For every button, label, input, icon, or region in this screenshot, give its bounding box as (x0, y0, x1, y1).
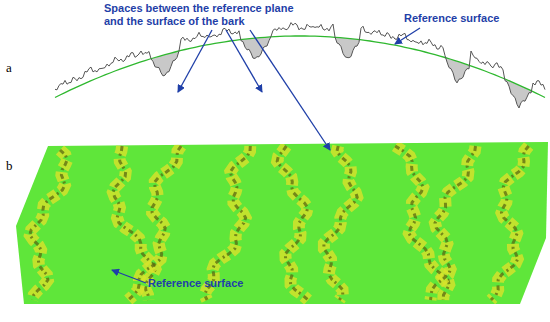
leader-arrows (112, 28, 420, 283)
bark-ridge (277, 146, 308, 300)
bark-ridge (128, 146, 181, 300)
bark-ridge (491, 146, 529, 300)
panel-letter: b (6, 158, 13, 174)
bark-ridge (30, 150, 67, 300)
panel-letter: a (6, 60, 12, 76)
reference-arc (55, 36, 545, 98)
bark-ridge (491, 146, 529, 300)
bark-surface (16, 142, 548, 304)
bark-ridge (205, 146, 251, 300)
callout-text: Reference surface (404, 12, 499, 25)
bark-ridge (277, 146, 308, 300)
bark-profile (55, 23, 545, 108)
bark-ridge (324, 146, 357, 300)
bark-ridge (128, 146, 181, 300)
bark-ridges (30, 146, 529, 300)
bark-line (55, 23, 545, 108)
gap-fill (335, 37, 360, 58)
bark-ridge (431, 146, 476, 300)
callout-text: Spaces between the reference plane and t… (104, 2, 304, 28)
callout-text: Reference surface (148, 277, 243, 290)
bark-ridge (431, 146, 476, 300)
bark-ridge (30, 150, 67, 300)
bark-ridge (205, 146, 251, 300)
bark-ridge (324, 146, 357, 300)
